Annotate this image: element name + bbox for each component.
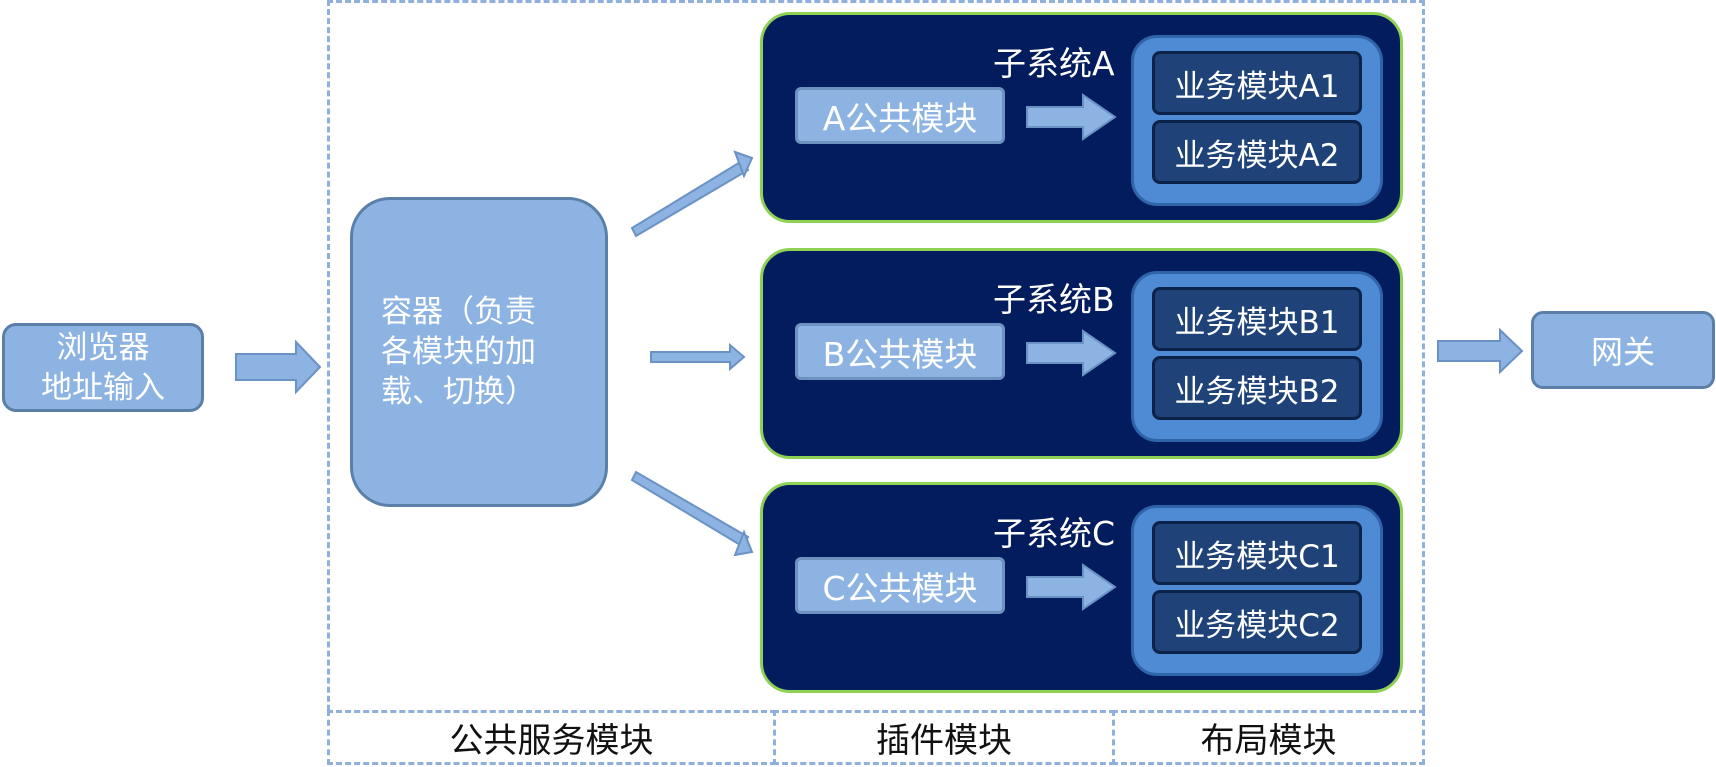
container-node: 容器（负责 各模块的加 载、切换） [350, 197, 608, 507]
subsystem-c: 子系统C C公共模块 业务模块C1 业务模块C2 [760, 482, 1403, 693]
plugin-module-label: 插件模块 [773, 710, 1115, 765]
arrow-browser-to-container [235, 339, 322, 395]
subsystem-a-business-group: 业务模块A1 业务模块A2 [1131, 35, 1383, 206]
subsystem-b-business-group: 业务模块B1 业务模块B2 [1131, 271, 1383, 442]
business-module-b1: 业务模块B1 [1152, 287, 1362, 351]
arrow-to-gateway [1437, 327, 1524, 375]
subsystem-c-title: 子系统C [993, 514, 1116, 553]
container-line-3: 载、切换） [381, 374, 536, 410]
arrow-right-icon [1026, 563, 1117, 611]
subsystem-a: 子系统A A公共模块 业务模块A1 业务模块A2 [760, 12, 1403, 223]
subsystem-b-title: 子系统B [993, 280, 1115, 319]
business-module-a2: 业务模块A2 [1152, 120, 1362, 184]
subsystem-a-title: 子系统A [993, 44, 1115, 83]
browser-line-2: 地址输入 [41, 369, 165, 406]
browser-address-input-node: 浏览器 地址输入 [2, 323, 204, 412]
business-module-c2: 业务模块C2 [1152, 590, 1362, 654]
subsystem-a-public-module: A公共模块 [795, 87, 1005, 144]
subsystem-b-public-module: B公共模块 [795, 323, 1005, 380]
gateway-node: 网关 [1531, 311, 1715, 389]
browser-line-1: 浏览器 [56, 329, 150, 366]
arrow-right-icon [1026, 329, 1117, 377]
business-module-b2: 业务模块B2 [1152, 356, 1362, 420]
business-module-c1: 业务模块C1 [1152, 521, 1362, 585]
subsystem-c-business-group: 业务模块C1 业务模块C2 [1131, 505, 1383, 676]
public-service-module-label: 公共服务模块 [327, 710, 776, 765]
subsystem-c-public-module: C公共模块 [795, 557, 1005, 614]
container-line-2: 各模块的加 [381, 334, 536, 370]
subsystem-b: 子系统B B公共模块 业务模块B1 业务模块B2 [760, 248, 1403, 459]
business-module-a1: 业务模块A1 [1152, 51, 1362, 115]
container-line-1: 容器（负责 [381, 294, 536, 330]
arrow-right-icon [1026, 93, 1117, 141]
layout-module-label: 布局模块 [1112, 710, 1425, 765]
